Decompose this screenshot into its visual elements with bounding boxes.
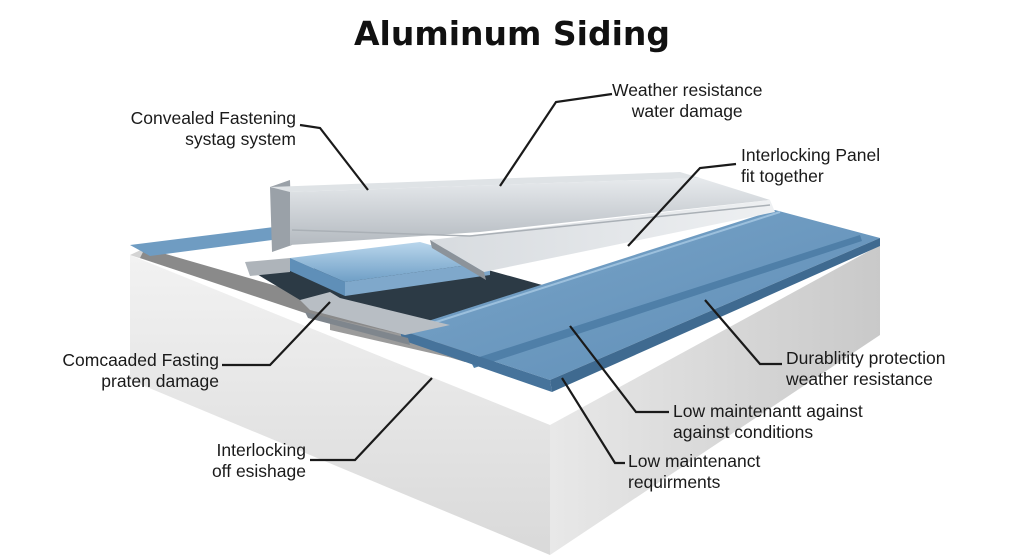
leader-interlocking-off [310,377,433,462]
page-title: Aluminum Siding [353,14,671,53]
leader-lines [222,92,782,465]
label-line: Interlocking Panel [741,145,881,165]
label-comcaaded-fasting: Comcaaded Fasting praten damage [62,350,219,392]
leader-interlocking-panel [627,162,737,247]
base-block-front-face [130,255,550,555]
label-line: off esishage [211,461,306,481]
profile-top-face [270,172,700,192]
blue-panel-top [400,210,880,380]
foam-insert-front [288,258,345,296]
label-line: praten damage [101,371,219,391]
label-weather-resistance: Weather resistance water damage [612,80,762,122]
label-line: Comcaaded Fasting [62,350,219,370]
left-blue-strip [130,225,310,256]
label-line: Durablitity protection [786,348,946,368]
channel-lower-flange [300,292,450,335]
aluminum-channel [245,258,450,345]
leader-weather-resistance [499,92,613,187]
blue-panel-rib [470,235,862,368]
label-low-maint-req: Low maintenanct requirments [628,451,760,493]
label-line: weather resistance [786,369,933,389]
profile-step-front [430,240,486,280]
label-low-maint-against: Low maintenantt against against conditio… [673,401,863,443]
profile-crease [291,204,771,237]
blue-panel-highlight [404,211,781,333]
foam-insert-side [345,262,490,296]
label-line: Low maintenanct [628,451,761,471]
label-concealed-fastening: Convealed Fastening systag system [131,108,296,150]
leader-concealed-fastening [299,123,369,191]
channel-lower-edge [305,312,410,345]
aluminum-siding-profile [270,172,775,280]
blue-panel-side-edge [550,238,880,392]
leader-low-maint-against [569,325,669,414]
profile-slope-face [290,178,770,245]
label-line: Low maintenantt against [673,401,863,421]
label-interlocking-panel: Interlocking Panel fit together [741,145,880,187]
label-line: systag system [185,129,296,149]
blue-panel-front-edge [400,330,552,392]
label-durability: Durablitity protection weather resistanc… [786,348,946,390]
channel-lower-lip [245,258,290,276]
profile-vertical-face [270,180,292,252]
label-line: fit together [741,166,824,186]
label-line: requirments [628,472,721,492]
label-line: Convealed Fastening [130,108,296,128]
blue-siding-panel [400,210,880,392]
base-block-side-face [550,245,880,555]
leader-low-maint-req [561,377,625,465]
label-line: water damage [631,101,743,121]
label-line: Weather resistance [612,80,763,100]
profile-upper-step [430,200,775,272]
leader-durability [704,299,782,366]
leader-comcaaded-fasting [222,301,331,367]
label-line: against conditions [673,422,814,442]
label-line: Interlocking [216,440,307,460]
label-interlocking-off: Interlocking off esishage [212,440,306,482]
